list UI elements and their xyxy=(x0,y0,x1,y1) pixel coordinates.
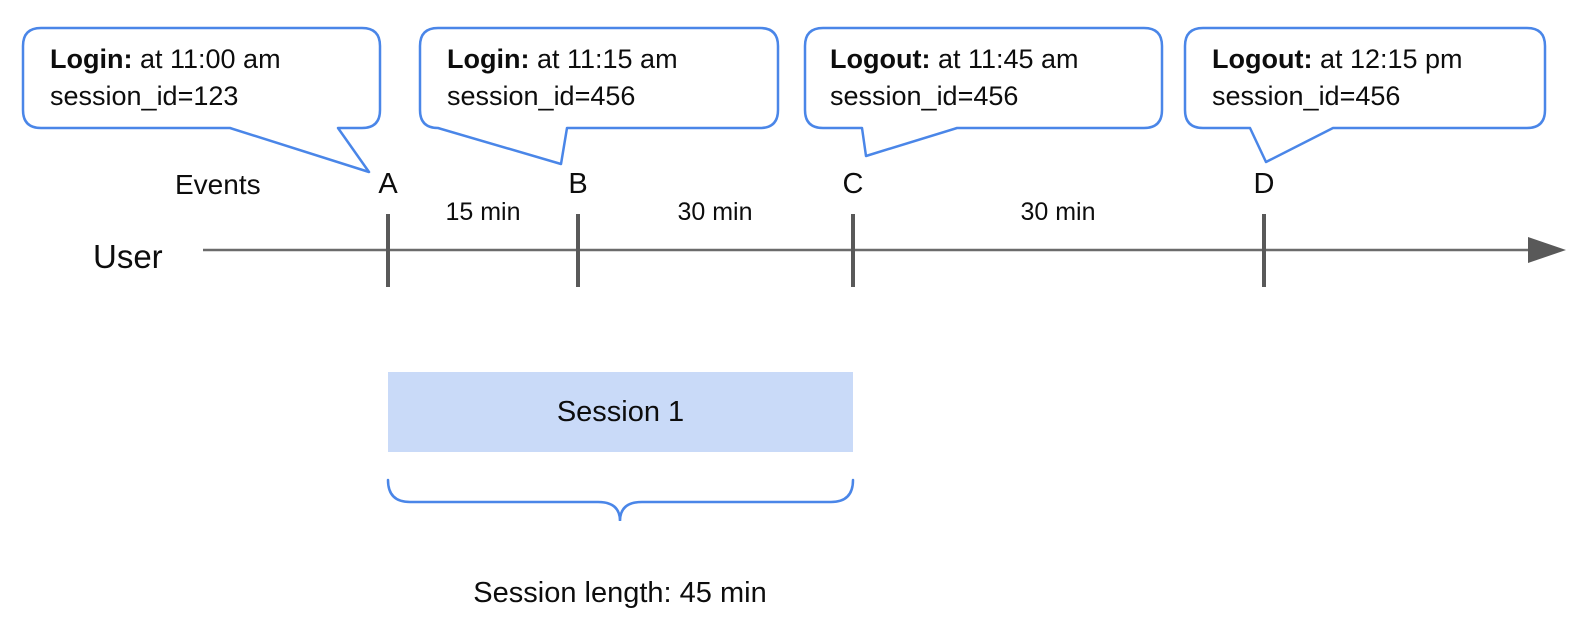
event-marker-a: A xyxy=(378,168,398,200)
user-row-label: User xyxy=(93,238,163,275)
event-marker-c: C xyxy=(842,168,864,200)
callout-a-event-time: at 11:00 am xyxy=(132,44,281,74)
session-length-label: Session length: 45 min xyxy=(473,577,767,609)
timeline-arrowhead-icon xyxy=(1528,237,1566,263)
callout-bubble-b-shape xyxy=(418,26,780,166)
callout-d-event-type: Logout: xyxy=(1212,44,1313,74)
callout-a-event-line: Login: at 11:00 am xyxy=(50,41,281,78)
event-marker-d: D xyxy=(1253,168,1275,200)
callout-c-event-time: at 11:45 am xyxy=(930,44,1079,74)
interval-label-c-d: 30 min xyxy=(1020,198,1096,226)
callout-a-event-type: Login: xyxy=(50,44,133,74)
callout-b-event-time: at 11:15 am xyxy=(529,44,678,74)
callout-bubble-d-shape xyxy=(1183,26,1547,164)
event-marker-b: B xyxy=(568,168,588,200)
callout-b-event-type: Login: xyxy=(447,44,530,74)
callout-bubble-c-shape xyxy=(803,26,1164,158)
callout-text-d: Logout: at 12:15 pm session_id=456 xyxy=(1212,41,1463,115)
session-length-brace xyxy=(386,478,855,522)
events-row-label: Events xyxy=(175,169,261,200)
interval-label-a-b: 15 min xyxy=(445,198,521,226)
callout-d-event-time: at 12:15 pm xyxy=(1312,44,1463,74)
callout-bubble-a-shape xyxy=(21,26,382,174)
callout-b-event-line: Login: at 11:15 am xyxy=(447,41,678,78)
interval-label-b-c: 30 min xyxy=(677,198,753,226)
callout-c-event-type: Logout: xyxy=(830,44,931,74)
callout-a-session-line: session_id=123 xyxy=(50,81,239,111)
session-box: Session 1 xyxy=(388,372,853,452)
callout-d-event-line: Logout: at 12:15 pm xyxy=(1212,41,1463,78)
callout-text-a: Login: at 11:00 am session_id=123 xyxy=(50,41,281,115)
callout-text-b: Login: at 11:15 am session_id=456 xyxy=(447,41,678,115)
callout-c-session-line: session_id=456 xyxy=(830,81,1019,111)
session-box-label: Session 1 xyxy=(556,395,685,428)
callout-d-session-line: session_id=456 xyxy=(1212,81,1401,111)
callout-text-c: Logout: at 11:45 am session_id=456 xyxy=(830,41,1079,115)
callout-b-session-line: session_id=456 xyxy=(447,81,636,111)
callout-c-event-line: Logout: at 11:45 am xyxy=(830,41,1079,78)
